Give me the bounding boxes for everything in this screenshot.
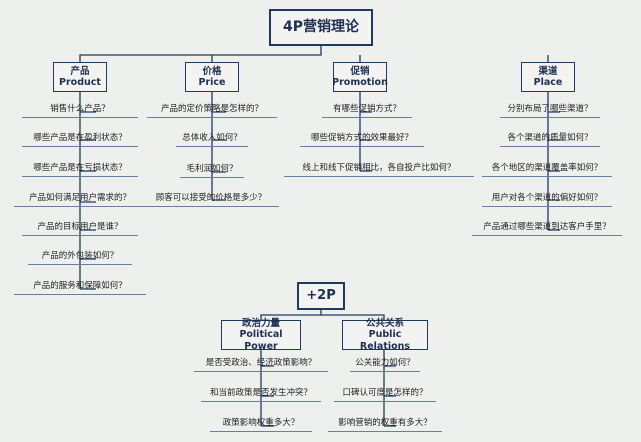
category-promotion: 促销 Promotion — [332, 62, 388, 92]
category-political-power: 政治力量 Political Power — [221, 317, 301, 352]
product-item: 哪些产品是在亏损状态？ — [22, 161, 138, 177]
promotion-item: 哪些促销方式的效果最好？ — [300, 131, 424, 147]
category-promotion-en: Promotion — [332, 77, 388, 88]
place-item: 产品通过哪些渠道到达客户手里？ — [472, 220, 622, 236]
category-public-relations-en: Public Relations — [359, 329, 411, 352]
product-item: 哪些产品是在盈利状态？ — [22, 131, 138, 147]
category-political-power-en: Political Power — [239, 329, 283, 352]
public-relations-item: 公关能力如何？ — [350, 356, 420, 372]
category-place-en: Place — [533, 77, 563, 88]
political-item: 政策影响权重多大？ — [210, 416, 312, 432]
price-item: 毛利润如何？ — [180, 162, 244, 178]
category-price: 价格 Price — [185, 62, 239, 92]
product-item: 产品的目标用户是谁？ — [22, 220, 138, 236]
political-item: 是否受政治、经济政策影响？ — [194, 356, 328, 372]
public-relations-item: 口碑认可度是怎样的？ — [334, 386, 436, 402]
category-place: 渠道 Place — [521, 62, 575, 92]
political-item: 和当前政策是否发生冲突？ — [201, 386, 321, 402]
product-item: 产品如何满足用户需求的？ — [14, 191, 146, 207]
category-place-cn: 渠道 — [538, 65, 558, 77]
price-item: 产品的定价策略是怎样的？ — [147, 102, 277, 118]
promotion-item: 有哪些促销方式？ — [322, 102, 412, 118]
category-product-cn: 产品 — [70, 65, 90, 77]
place-item: 各个地区的渠道覆盖率如何？ — [482, 161, 612, 177]
category-promotion-cn: 促销 — [350, 65, 370, 77]
category-product: 产品 Product — [53, 62, 107, 92]
promotion-item: 线上和线下促销相比，各自投产比如何？ — [284, 161, 474, 177]
diagram-title: 4P营销理论 — [269, 9, 373, 46]
category-public-relations-cn: 公共关系 — [365, 317, 404, 329]
product-item: 产品的外包装如何？ — [28, 249, 132, 265]
public-relations-item: 影响营销的权重有多大？ — [328, 416, 442, 432]
place-item: 用户对各个渠道的偏好如何？ — [482, 191, 612, 207]
category-political-power-cn: 政治力量 — [241, 317, 280, 329]
place-item: 各个渠道的质量如何？ — [500, 131, 600, 147]
extra-title: +2P — [297, 282, 345, 310]
category-public-relations: 公共关系 Public Relations — [342, 317, 428, 352]
product-item: 产品的服务和保障如何？ — [14, 279, 146, 295]
price-item: 总体收入如何？ — [176, 131, 248, 147]
product-item: 销售什么产品？ — [22, 102, 138, 118]
price-item: 顾客可以接受的价格是多少？ — [143, 191, 279, 207]
category-product-en: Product — [59, 77, 101, 88]
category-price-cn: 价格 — [202, 65, 222, 77]
place-item: 分别布局了哪些渠道？ — [500, 102, 600, 118]
category-price-en: Price — [198, 77, 226, 88]
